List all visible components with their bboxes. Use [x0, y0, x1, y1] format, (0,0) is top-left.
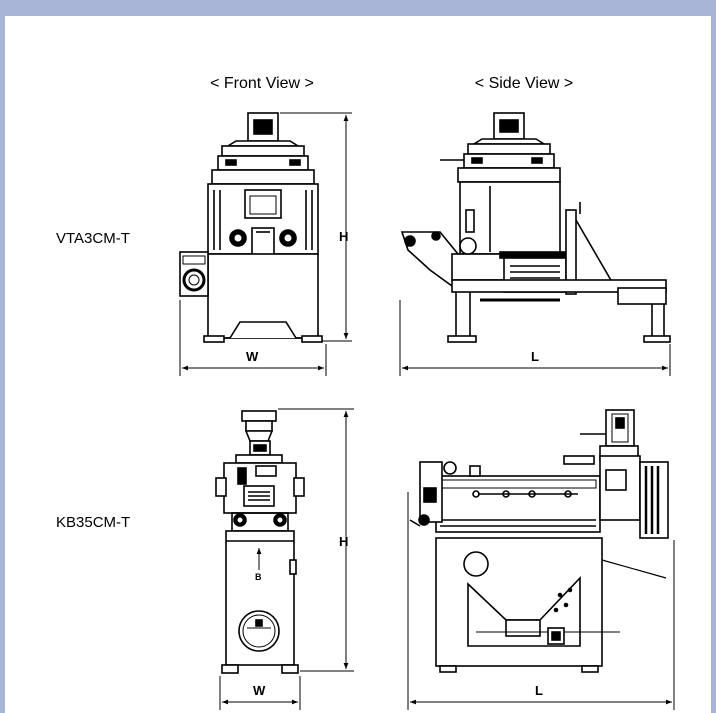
vta3cm-length-label: L	[531, 349, 539, 364]
kb35cm-height-label: H	[339, 534, 348, 549]
model-label-kb35cm-t: KB35CM-T	[56, 514, 130, 531]
front-view-heading: < Front View >	[210, 75, 314, 92]
vta3cm-width-label: W	[246, 349, 259, 364]
kb35cm-length-label: L	[535, 683, 543, 698]
kb35cm-front-dimensions	[219, 408, 354, 710]
top-band	[0, 0, 716, 16]
vta3cm-front-dimensions	[179, 112, 352, 376]
model-label-vta3cm-t: VTA3CM-T	[56, 230, 130, 247]
vta3cm-height-label: H	[339, 229, 348, 244]
vta3cm-front-view	[179, 112, 323, 343]
kb35cm-side-dimensions	[407, 492, 675, 710]
kb35cm-arrow-b-label: B	[255, 572, 262, 582]
side-view-heading: < Side View >	[475, 75, 573, 92]
kb35cm-front-view	[215, 410, 305, 674]
kb35cm-side-view	[409, 409, 669, 673]
kb35cm-width-label: W	[253, 683, 266, 698]
vta3cm-side-view	[400, 112, 671, 343]
vta3cm-side-dimensions	[399, 300, 671, 376]
